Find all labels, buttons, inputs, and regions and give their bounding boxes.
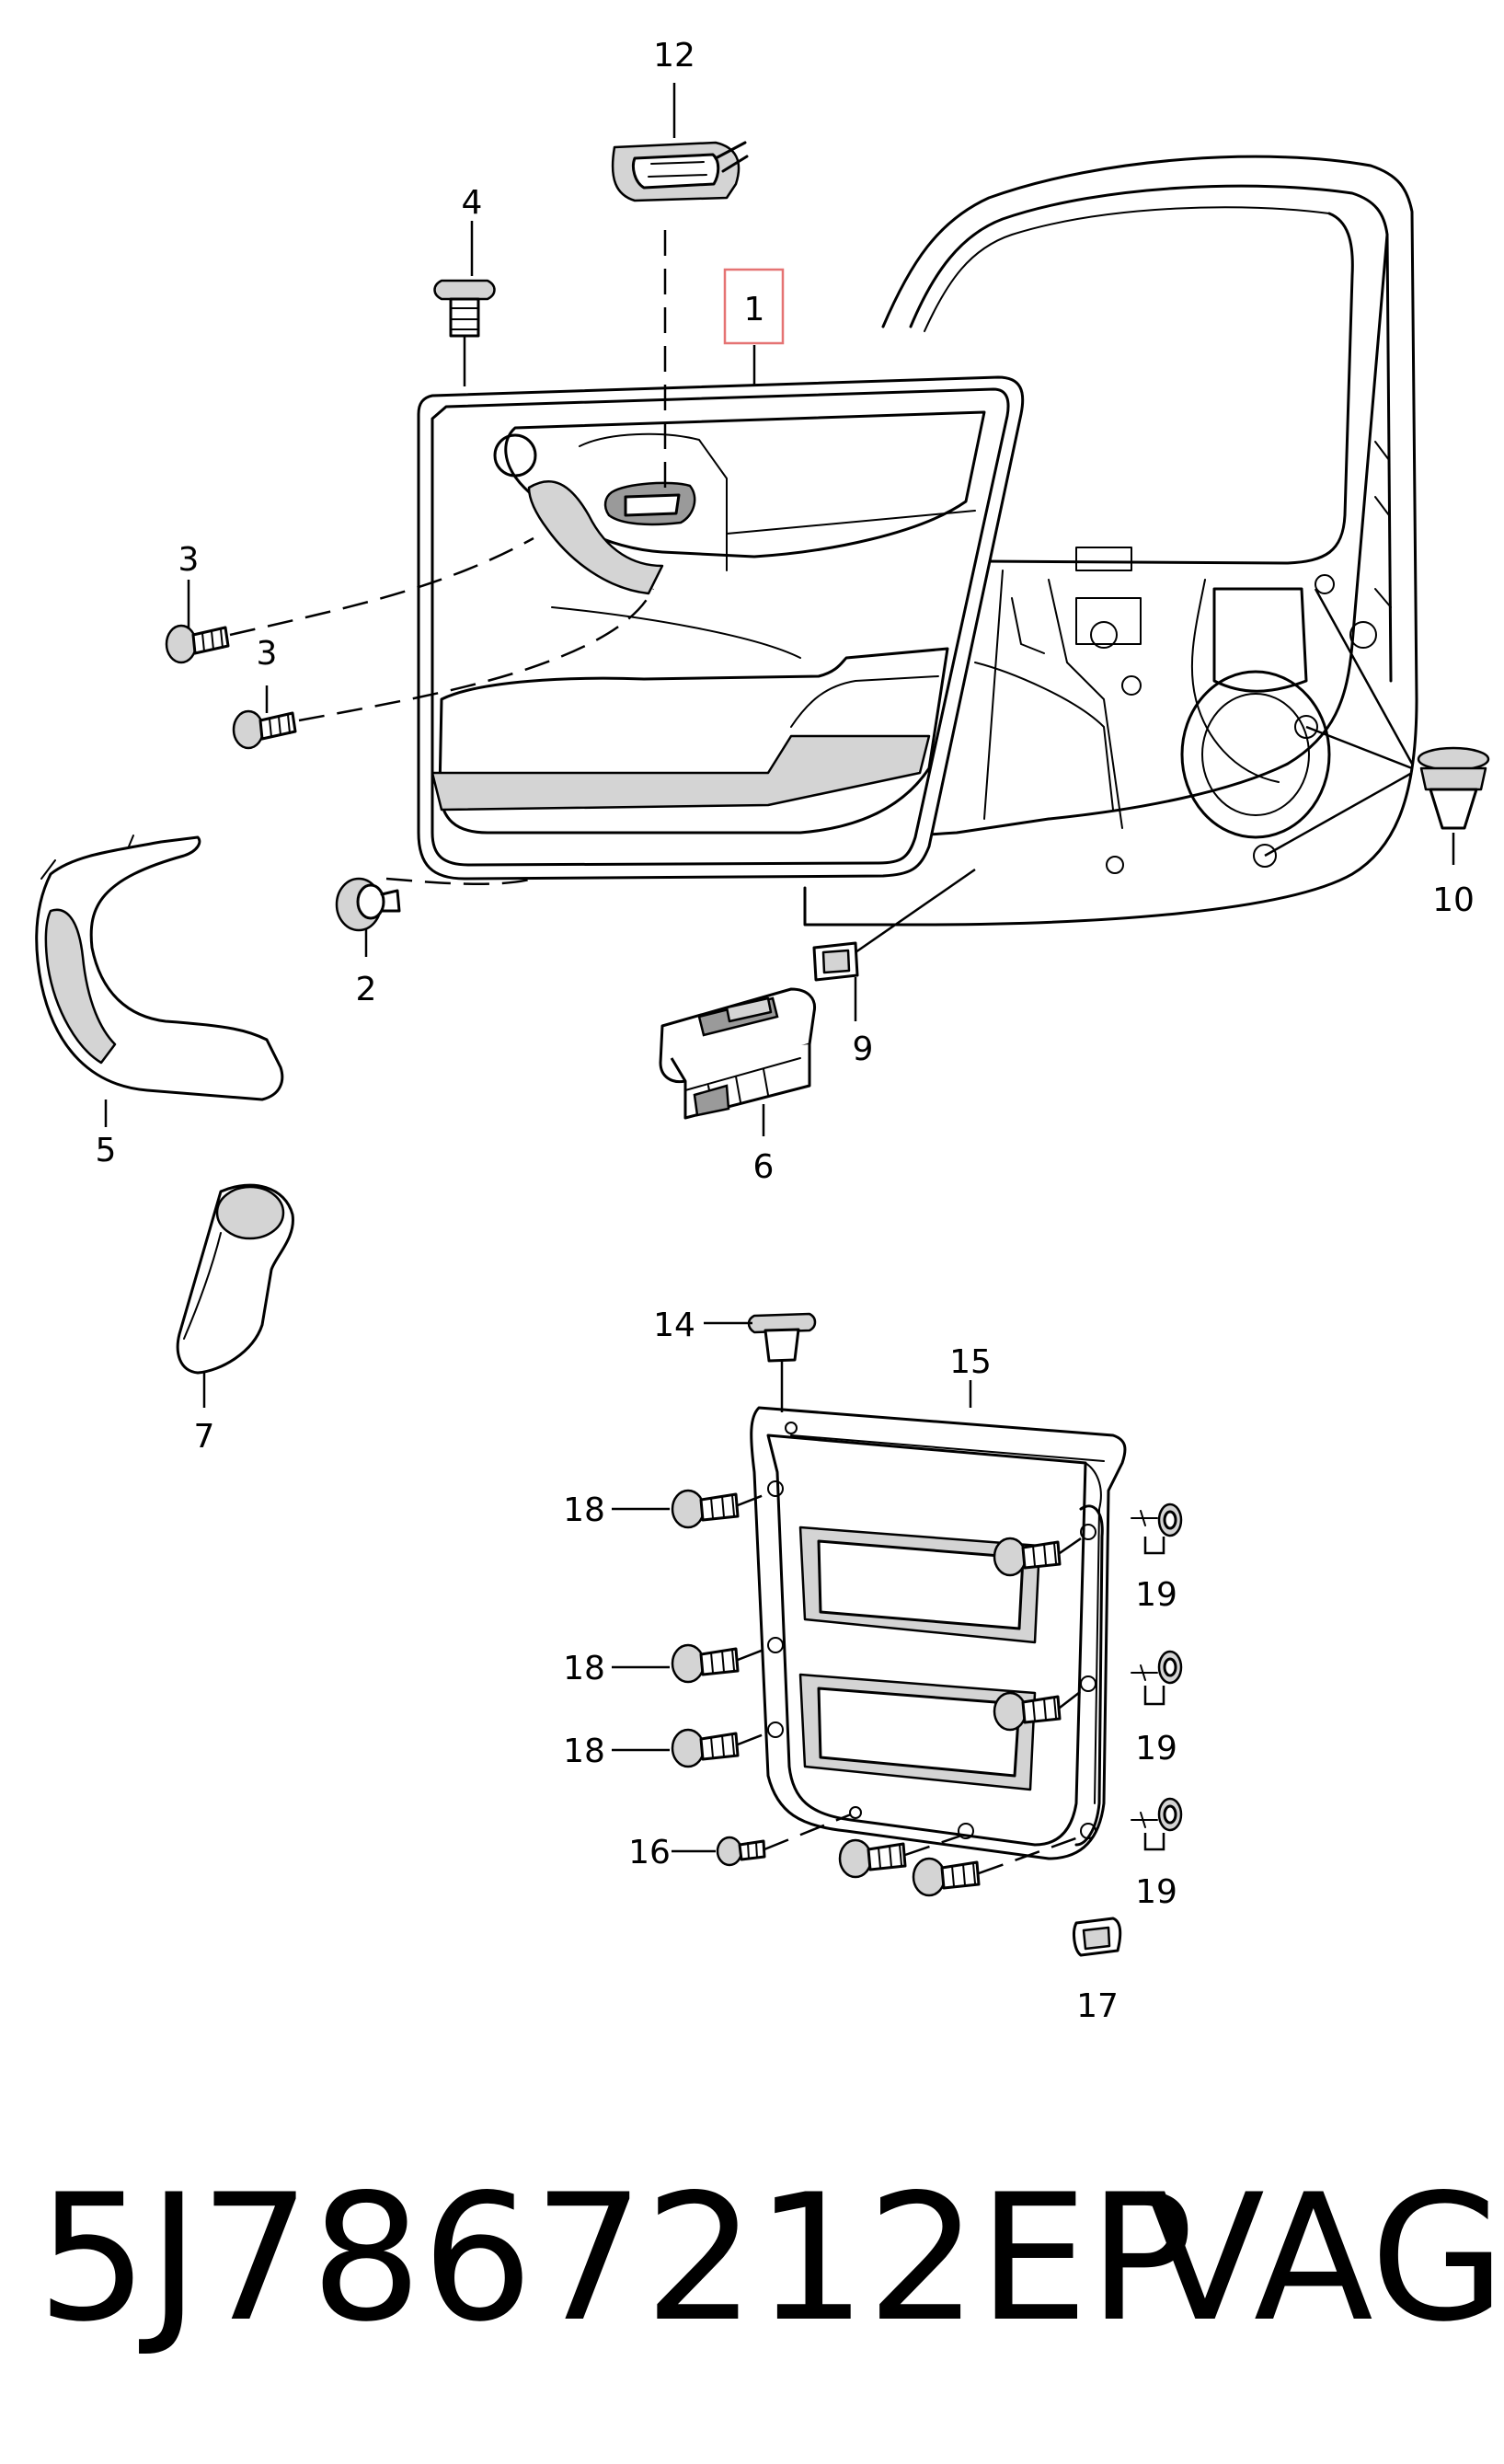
callout-19c: 19 [1135,1873,1177,1911]
callout-2: 2 [356,971,377,1008]
clip-part-10 [1417,746,1490,865]
callout-15: 15 [949,1343,992,1381]
callout-4: 4 [462,184,483,222]
callout-7: 7 [194,1418,215,1456]
clip-part-9 [812,868,976,1021]
clip-part-4 [433,279,496,386]
callout-6: 6 [753,1148,775,1186]
screw-part-3b [232,709,297,750]
part-number-caption: 5J7867212EP [37,2157,1194,2360]
screw-part-16 [672,1813,852,1867]
window-crank-part-7 [176,1183,294,1408]
screw-part-18c [612,1728,772,1768]
handle-bezel-12 [611,141,749,202]
callout-19a: 19 [1135,1576,1177,1614]
nut-part-19b [1131,1650,1183,1706]
screw-panel-bottom-b [912,1834,1085,1897]
callout-10: 10 [1432,881,1475,919]
clip-part-17 [1073,1917,1122,1957]
screw-panel-lower [993,1688,1085,1732]
grommet-part-2 [335,877,401,957]
door-frame [803,155,1418,927]
callout-12: 12 [653,37,695,75]
callout-17: 17 [1076,1987,1119,2025]
screw-panel-bottom-a [838,1834,962,1879]
window-switch-part-6 [659,987,817,1136]
callout-1: 1 [744,291,765,328]
nut-part-19a [1131,1503,1183,1555]
callout-1-highlight [723,268,785,345]
callout-19b: 19 [1135,1730,1177,1767]
screw-panel-upper [993,1535,1085,1577]
brand-caption: VAG [1145,2157,1504,2360]
armrest-part-5 [35,835,284,1127]
nut-part-19c [1131,1797,1183,1851]
callout-18b: 18 [563,1650,605,1687]
callout-18c: 18 [563,1733,605,1770]
callout-9: 9 [853,1031,874,1068]
callout-3a: 3 [178,541,200,579]
callout-16: 16 [628,1834,671,1871]
clip-part-14 [704,1312,817,1412]
lower-panel-part-15 [750,1406,1127,1860]
callout-5: 5 [96,1132,117,1169]
callout-18a: 18 [563,1491,605,1529]
screw-part-18a [612,1489,772,1529]
screw-part-3a [165,624,230,664]
door-trim-panel [417,375,1025,881]
screw-part-18b [612,1643,772,1684]
callout-3b: 3 [257,635,278,673]
callout-14: 14 [653,1307,695,1344]
